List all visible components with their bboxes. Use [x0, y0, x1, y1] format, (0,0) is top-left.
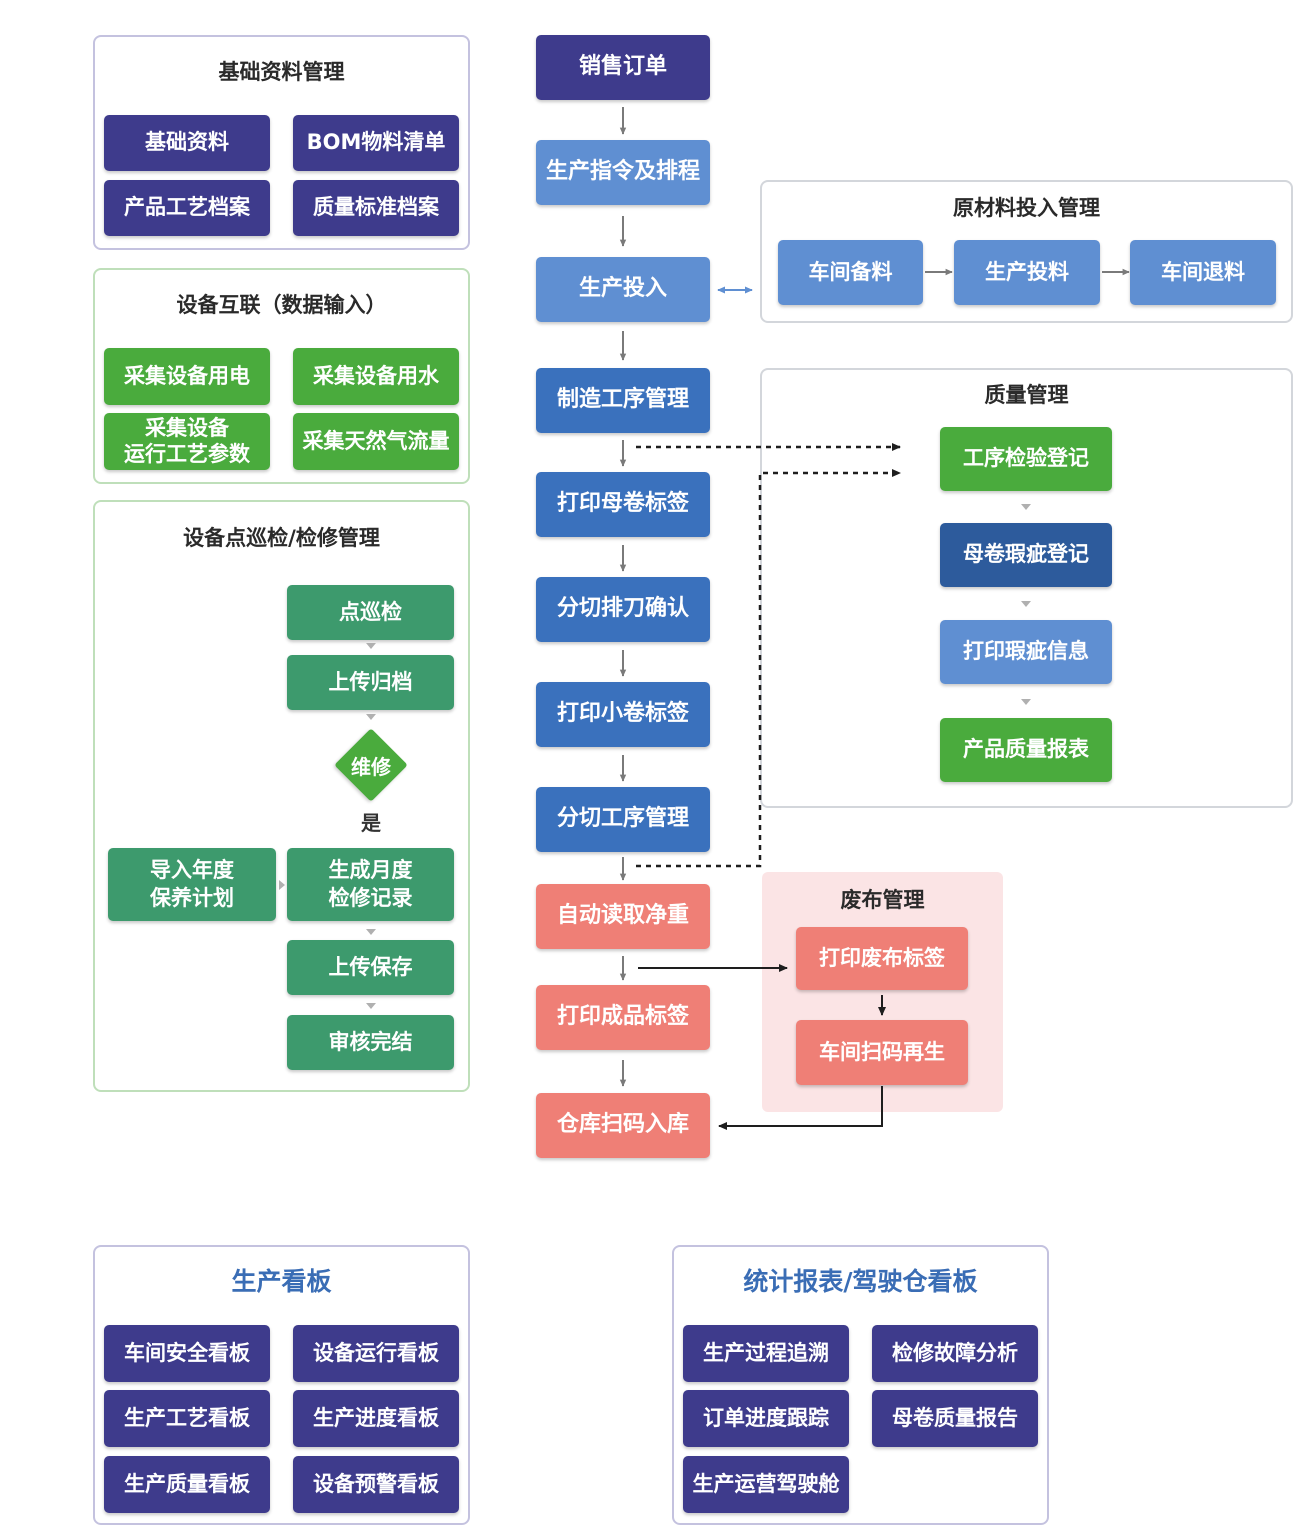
device-link-title: 设备互联（数据输入）	[176, 293, 387, 317]
stats-kanban-title: 统计报表/驾驶仓看板	[743, 1267, 978, 1296]
panel-device-link: 设备互联（数据输入） 采集设备用电 采集设备用水 采集设备 运行工艺参数 采集天…	[93, 268, 470, 484]
annual-plan-box: 导入年度 保养计划	[108, 848, 276, 921]
monthly-record-box: 生成月度 检修记录	[287, 848, 454, 921]
panel-raw-material: 原材料投入管理 车间备料 生产投料 车间退料	[760, 180, 1293, 323]
basic-info-box: 基础资料	[104, 115, 270, 171]
warehouse-scan-in-box: 仓库扫码入库	[536, 1093, 710, 1158]
panel-stats-kanban: 统计报表/驾驶仓看板 生产过程追溯 检修故障分析 订单进度跟踪 母卷质量报告 生…	[672, 1245, 1049, 1525]
workshop-scan-regen-box: 车间扫码再生	[796, 1020, 968, 1085]
production-feed-box: 生产投料	[954, 240, 1100, 305]
bom-list-box: BOM物料清单	[293, 115, 459, 171]
order-progress-box: 订单进度跟踪	[683, 1390, 849, 1447]
spot-check-box: 点巡检	[287, 585, 454, 640]
waste-title: 废布管理	[840, 888, 925, 912]
print-product-label-box: 打印成品标签	[536, 985, 710, 1050]
print-defect-info-box: 打印瑕疵信息	[940, 620, 1112, 684]
review-complete-box: 审核完结	[287, 1015, 454, 1070]
auto-net-weight-box: 自动读取净重	[536, 884, 710, 949]
process-archive-box: 产品工艺档案	[104, 180, 270, 236]
sales-order-box: 销售订单	[536, 35, 710, 100]
parent-roll-defect-box: 母卷瑕疵登记	[940, 523, 1112, 587]
basic-data-title: 基础资料管理	[218, 60, 345, 84]
slitting-knife-confirm-box: 分切排刀确认	[536, 577, 710, 642]
production-input-box: 生产投入	[536, 257, 710, 322]
power-collect-box: 采集设备用电	[104, 348, 270, 405]
raw-material-title: 原材料投入管理	[953, 196, 1100, 220]
process-kanban-box: 生产工艺看板	[104, 1390, 270, 1447]
print-waste-label-box: 打印废布标签	[796, 927, 968, 990]
gas-flow-collect-box: 采集天然气流量	[293, 413, 459, 470]
slitting-process-box: 分切工序管理	[536, 787, 710, 852]
quality-report-box: 产品质量报表	[940, 718, 1112, 782]
print-small-roll-label-box: 打印小卷标签	[536, 682, 710, 747]
inspection-title: 设备点巡检/检修管理	[183, 526, 380, 550]
panel-basic-data: 基础资料管理 基础资料 BOM物料清单 产品工艺档案 质量标准档案	[93, 35, 470, 250]
production-kanban-title: 生产看板	[231, 1267, 332, 1296]
process-management-box: 制造工序管理	[536, 368, 710, 433]
progress-kanban-box: 生产进度看板	[293, 1390, 459, 1447]
print-parent-roll-label-box: 打印母卷标签	[536, 472, 710, 537]
repair-decision-label: 维修	[351, 754, 391, 779]
process-trace-box: 生产过程追溯	[683, 1325, 849, 1382]
workshop-prep-box: 车间备料	[778, 240, 923, 305]
equipment-run-kanban-box: 设备运行看板	[293, 1325, 459, 1382]
fault-analysis-box: 检修故障分析	[872, 1325, 1038, 1382]
decision-yes-label: 是	[361, 811, 381, 835]
panel-quality: 质量管理 工序检验登记 母卷瑕疵登记 打印瑕疵信息 产品质量报表	[760, 368, 1293, 808]
panel-waste: 废布管理 打印废布标签 车间扫码再生	[762, 872, 1003, 1112]
equipment-alert-kanban-box: 设备预警看板	[293, 1456, 459, 1513]
repair-decision: 维修	[333, 727, 409, 803]
main-flow: 销售订单 生产指令及排程 生产投入 制造工序管理 打印母卷标签 分切排刀确认 打…	[536, 0, 710, 1160]
process-inspection-box: 工序检验登记	[940, 427, 1112, 491]
water-collect-box: 采集设备用水	[293, 348, 459, 405]
production-schedule-box: 生产指令及排程	[536, 140, 710, 205]
quality-title: 质量管理	[984, 383, 1069, 407]
parent-roll-quality-report-box: 母卷质量报告	[872, 1390, 1038, 1447]
upload-save-box: 上传保存	[287, 940, 454, 995]
panel-production-kanban: 生产看板 车间安全看板 设备运行看板 生产工艺看板 生产进度看板 生产质量看板 …	[93, 1245, 470, 1525]
safety-kanban-box: 车间安全看板	[104, 1325, 270, 1382]
panel-inspection: 设备点巡检/检修管理 点巡检 上传归档 维修 是 导入年度 保养计划 生成月度 …	[93, 500, 470, 1092]
quality-standard-archive-box: 质量标准档案	[293, 180, 459, 236]
operations-cockpit-box: 生产运营驾驶舱	[683, 1456, 849, 1513]
workshop-return-box: 车间退料	[1130, 240, 1276, 305]
process-param-collect-box: 采集设备 运行工艺参数	[104, 413, 270, 470]
upload-archive-box: 上传归档	[287, 655, 454, 710]
quality-kanban-box: 生产质量看板	[104, 1456, 270, 1513]
